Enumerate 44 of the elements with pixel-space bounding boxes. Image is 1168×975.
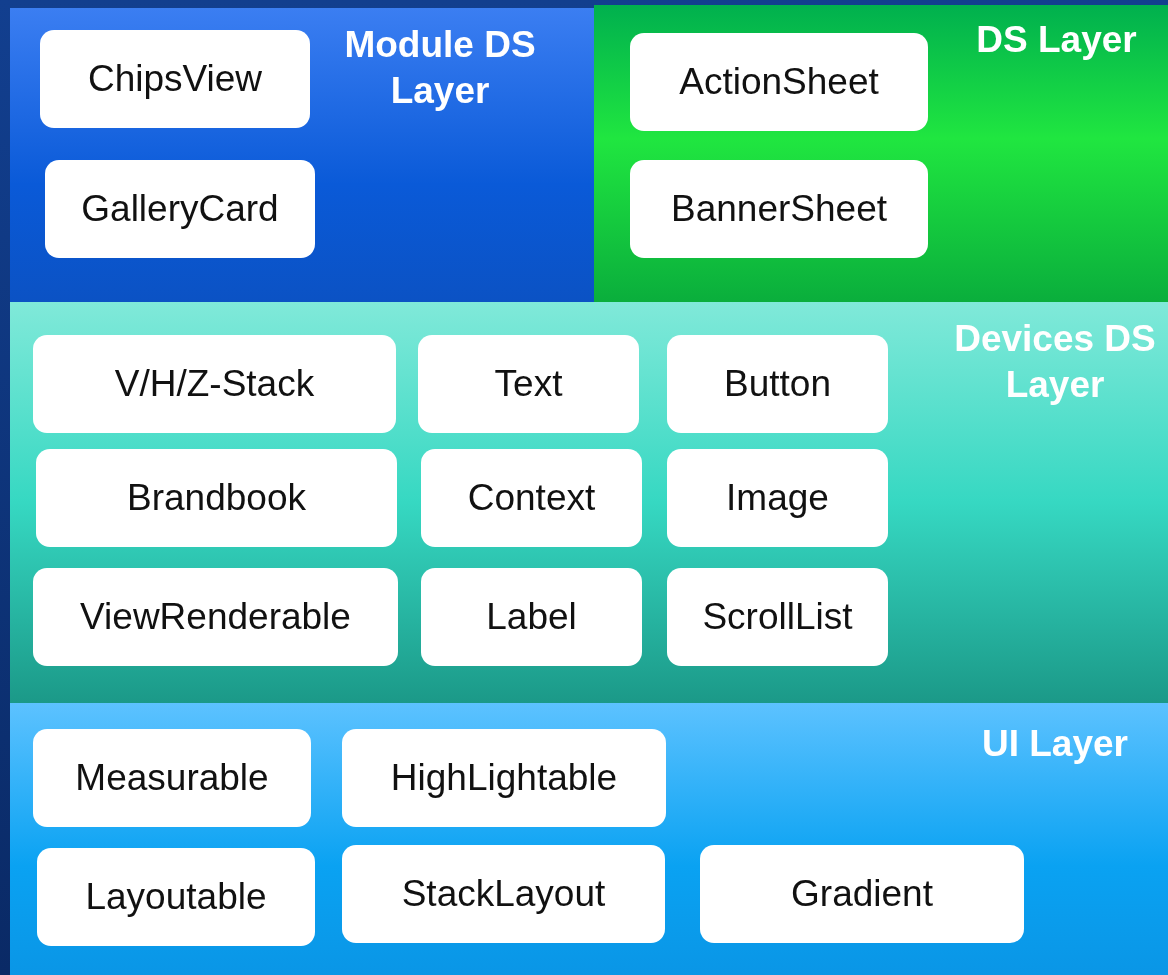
- component-label: ViewRenderable: [80, 596, 351, 638]
- component-box: [667, 568, 888, 666]
- component-box: [33, 335, 396, 433]
- component-box: [36, 449, 397, 547]
- component-box: [342, 845, 665, 943]
- component-label: Brandbook: [127, 477, 306, 519]
- component-box: [418, 335, 639, 433]
- component-label: Context: [467, 477, 596, 519]
- component-label: GalleryCard: [81, 188, 279, 230]
- component-label: ChipsView: [87, 58, 263, 100]
- component-label: Layoutable: [85, 876, 267, 918]
- component-label: V/H/Z-Stack: [114, 363, 315, 405]
- component-label: Image: [726, 477, 829, 519]
- component-box: [45, 160, 315, 258]
- component-label: BannerSheet: [671, 188, 887, 230]
- component-label: Measurable: [75, 757, 269, 799]
- layer-title: Module DS Layer: [343, 23, 537, 113]
- component-label: StackLayout: [401, 873, 606, 915]
- component-box: [40, 30, 310, 128]
- component-label: HighLightable: [390, 757, 618, 799]
- component-box: [630, 33, 928, 131]
- component-label: Label: [486, 596, 577, 638]
- layer-panel: [10, 703, 1168, 975]
- component-box: [700, 845, 1024, 943]
- component-label: Button: [724, 363, 831, 405]
- component-box: [667, 449, 888, 547]
- component-box: [33, 729, 311, 827]
- component-box: [421, 449, 642, 547]
- layer-title: UI Layer: [981, 722, 1129, 766]
- layer-panel: [10, 302, 1168, 703]
- component-box: [630, 160, 928, 258]
- layer-title: DS Layer: [975, 18, 1138, 62]
- component-box: [667, 335, 888, 433]
- layer-panel: [594, 5, 1168, 302]
- component-label: ScrollList: [702, 596, 853, 638]
- component-label: Gradient: [791, 873, 933, 915]
- layer-panel: [10, 8, 594, 302]
- component-label: Text: [494, 363, 563, 405]
- component-box: [342, 729, 666, 827]
- layer-title: Devices DS Layer: [953, 317, 1157, 407]
- component-box: [33, 568, 398, 666]
- component-box: [37, 848, 315, 946]
- component-box: [421, 568, 642, 666]
- component-label: ActionSheet: [679, 61, 879, 103]
